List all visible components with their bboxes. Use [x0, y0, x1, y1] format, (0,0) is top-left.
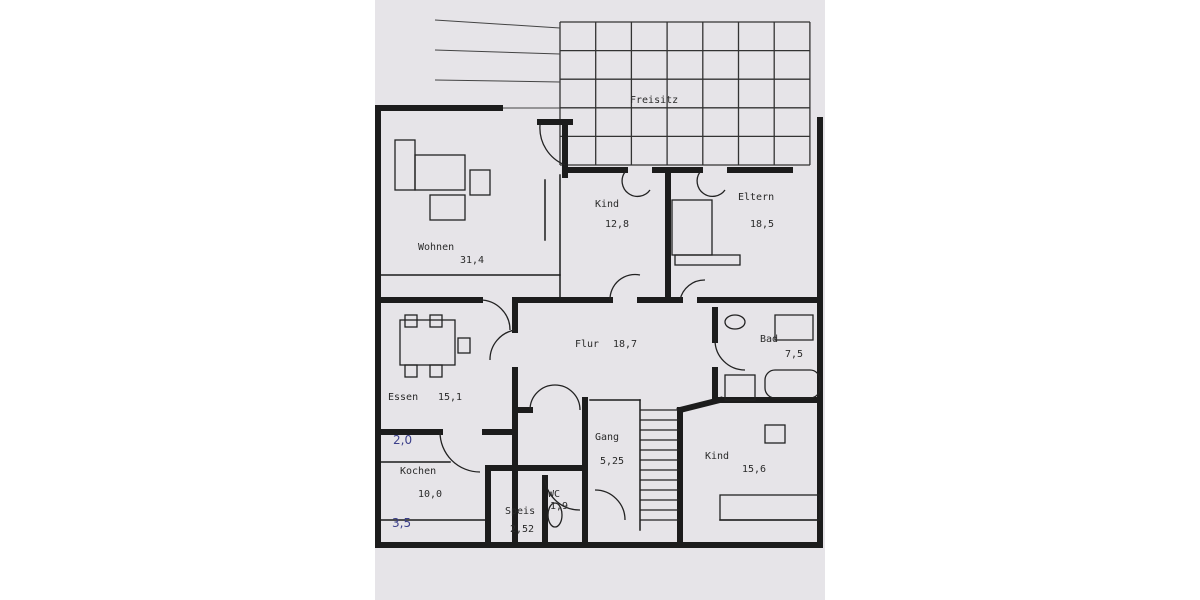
room-kind1-area: 12,8	[605, 219, 629, 230]
room-kochen-area: 10,0	[418, 489, 442, 500]
room-flur-name: Flur	[575, 339, 599, 350]
room-kochen-name: Kochen	[400, 466, 436, 477]
room-eltern-name: Eltern	[738, 192, 774, 203]
room-eltern-area: 18,5	[750, 219, 774, 230]
freisitz-grid	[559, 21, 811, 166]
room-wohnen-name: Wohnen	[418, 242, 454, 253]
room-freisitz-name: Freisitz	[630, 95, 678, 106]
room-kind1-name: Kind	[595, 199, 619, 210]
room-speis-area: 2,52	[510, 524, 534, 535]
room-bad-area: 7,5	[785, 349, 803, 360]
furniture	[394, 139, 821, 528]
room-flur-area: 18,7	[613, 339, 637, 350]
room-speis-name: Speis	[505, 506, 535, 517]
handwritten-note: 2,0	[393, 433, 412, 447]
room-wc-name: WC	[548, 489, 560, 500]
handwritten-note: 3,5	[392, 516, 411, 530]
room-gang-area: 5,25	[600, 456, 624, 467]
staircase	[640, 409, 680, 521]
room-essen-area: 15,1	[438, 392, 462, 403]
room-wc-area: 1,9	[550, 501, 568, 512]
walls	[375, 105, 823, 548]
room-bad-name: Bad	[760, 334, 778, 345]
room-labels: Freisitz Wohnen 31,4 Kind 12,8 Eltern 18…	[388, 95, 803, 535]
railing-lines	[434, 19, 561, 109]
doors	[439, 124, 746, 521]
room-gang-name: Gang	[595, 432, 619, 443]
room-essen-name: Essen	[388, 392, 418, 403]
room-wohnen-area: 31,4	[460, 255, 484, 266]
room-kind2-name: Kind	[705, 451, 729, 462]
room-kind2-area: 15,6	[742, 464, 766, 475]
